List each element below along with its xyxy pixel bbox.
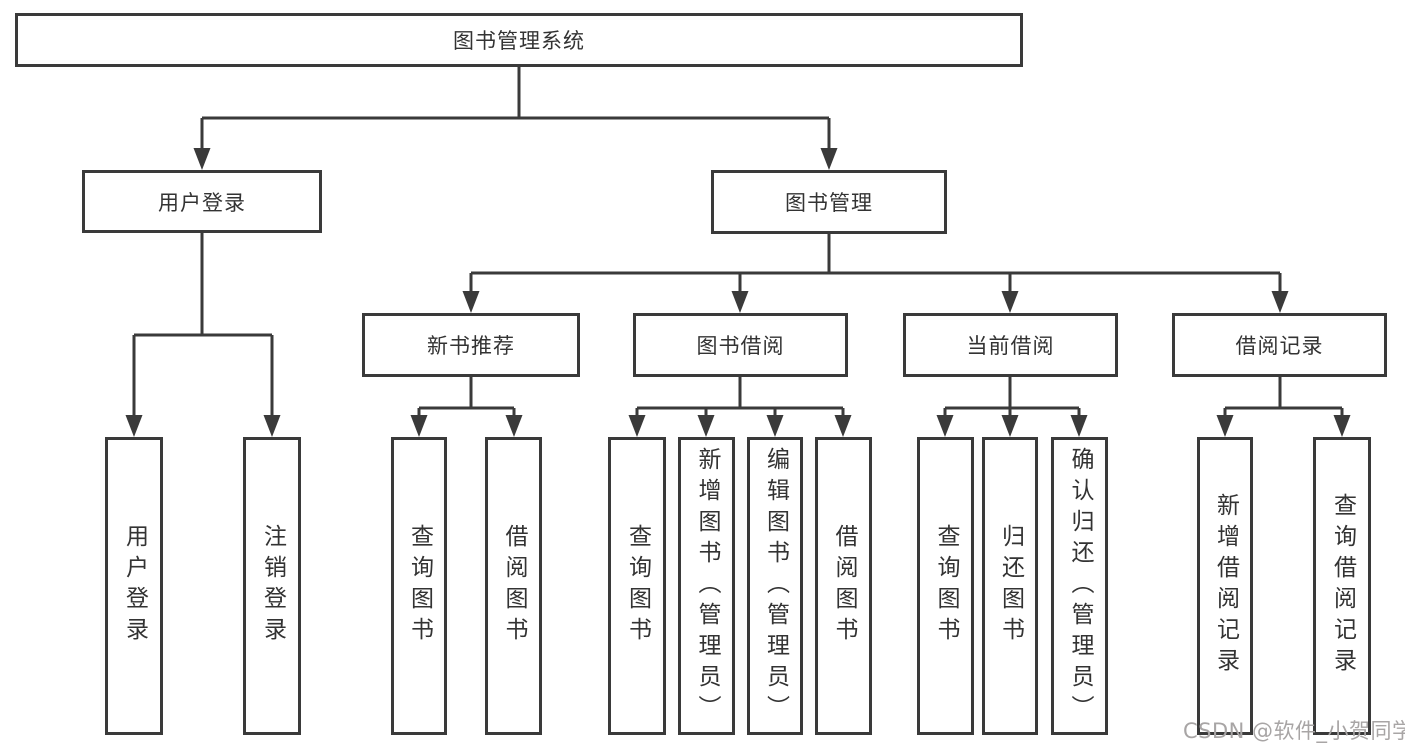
leaf-edit-book-admin: 编辑图书（管理员）: [747, 437, 803, 735]
leaf-return-book-label: 归还图书: [997, 524, 1024, 648]
leaf-borrow-book-borrow-label: 借阅图书: [831, 524, 857, 648]
node-user-login-label: 用户登录: [158, 190, 246, 215]
leaf-edit-book-admin-label: 编辑图书（管理员）: [762, 446, 789, 726]
node-new-book-recommend-label: 新书推荐: [427, 334, 515, 358]
node-root-system: 图书管理系统: [15, 13, 1023, 67]
leaf-user-login-label: 用户登录: [121, 524, 148, 648]
node-book-borrow: 图书借阅: [633, 313, 848, 377]
node-borrow-records-label: 借阅记录: [1235, 334, 1324, 358]
leaf-return-book: 归还图书: [982, 437, 1038, 735]
node-current-borrow-label: 当前借阅: [966, 334, 1055, 358]
leaf-query-book-current: 查询图书: [917, 437, 974, 735]
node-new-book-recommend: 新书推荐: [362, 313, 580, 377]
node-book-borrow-label: 图书借阅: [696, 334, 785, 358]
leaf-query-borrow-record-label: 查询借阅记录: [1329, 493, 1356, 679]
leaf-query-book-borrow: 查询图书: [608, 437, 666, 735]
leaf-confirm-return-admin-label: 确认归还（管理员）: [1067, 446, 1093, 726]
leaf-user-login: 用户登录: [105, 437, 163, 735]
node-book-management-label: 图书管理: [785, 191, 873, 215]
leaf-borrow-book-newrec: 借阅图书: [485, 437, 542, 735]
node-current-borrow: 当前借阅: [903, 313, 1118, 377]
leaf-logout-login: 注销登录: [243, 437, 301, 735]
leaf-query-borrow-record: 查询借阅记录: [1313, 437, 1371, 735]
leaf-confirm-return-admin: 确认归还（管理员）: [1051, 437, 1108, 735]
leaf-query-book-newrec: 查询图书: [391, 437, 447, 735]
leaf-query-book-borrow-label: 查询图书: [624, 524, 651, 648]
leaf-add-borrow-record: 新增借阅记录: [1197, 437, 1253, 735]
leaf-query-book-newrec-label: 查询图书: [406, 524, 433, 648]
node-book-management: 图书管理: [711, 170, 947, 234]
node-root-label: 图书管理系统: [453, 29, 585, 53]
leaf-logout-login-label: 注销登录: [259, 524, 286, 648]
leaf-add-borrow-record-label: 新增借阅记录: [1212, 493, 1239, 679]
node-user-login: 用户登录: [82, 170, 322, 233]
leaf-borrow-book-borrow: 借阅图书: [815, 437, 872, 735]
tree-edges: [132, 66, 1344, 417]
leaf-query-book-current-label: 查询图书: [933, 524, 959, 648]
leaf-borrow-book-newrec-label: 借阅图书: [501, 524, 527, 648]
csdn-watermark: CSDN @软件_小贺同学: [1183, 719, 1405, 743]
leaf-add-book-admin-label: 新增图书（管理员）: [694, 446, 720, 726]
node-borrow-records: 借阅记录: [1172, 313, 1387, 377]
leaf-add-book-admin: 新增图书（管理员）: [678, 437, 735, 735]
arrowheads: [125, 148, 1351, 437]
